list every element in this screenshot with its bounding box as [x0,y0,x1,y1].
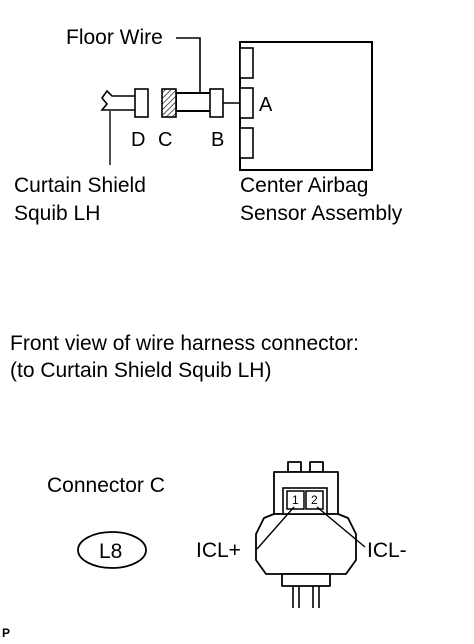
pin-2-number: 2 [311,493,318,507]
pin2-leader [316,506,366,548]
connector-wires [292,586,320,608]
pin1-leader [256,506,295,550]
floor-wire-leader [176,37,201,94]
pin-1-box [286,490,305,510]
sensor-connector-slot-a [239,87,254,119]
center-airbag-label: Center Airbag [240,174,369,197]
connector-c-label: C [158,129,173,151]
sensor-connector-slot-3 [239,127,254,159]
connector-code-oval [77,531,147,569]
connector-b [209,88,224,118]
sensor-connector-slot-1 [239,47,254,79]
pin-2-label: ICL- [367,539,407,562]
connector-front-view [255,461,357,587]
connector-title: Connector C [47,474,165,497]
connector-a-label: A [259,94,273,116]
corner-mark: P [2,626,11,640]
pin-2-box [305,490,324,510]
curtain-shield-label: Curtain Shield [14,174,146,197]
connector-code: L8 [99,540,123,563]
curtain-shield-label-2: Squib LH [14,202,101,225]
pin-1-number: 1 [292,493,299,507]
caption-line-2: (to Curtain Shield Squib LH) [10,359,272,382]
caption-line-1: Front view of wire harness connector: [10,332,359,355]
curtain-shield-squib-body [100,89,135,111]
pin-1-label: ICL+ [196,539,241,562]
connector-d-label: D [131,129,146,151]
floor-wire-label: Floor Wire [66,26,163,49]
connector-b-label: B [211,129,225,151]
connector-c [161,88,177,118]
center-airbag-label-2: Sensor Assembly [240,202,403,225]
connector-d [134,88,149,118]
